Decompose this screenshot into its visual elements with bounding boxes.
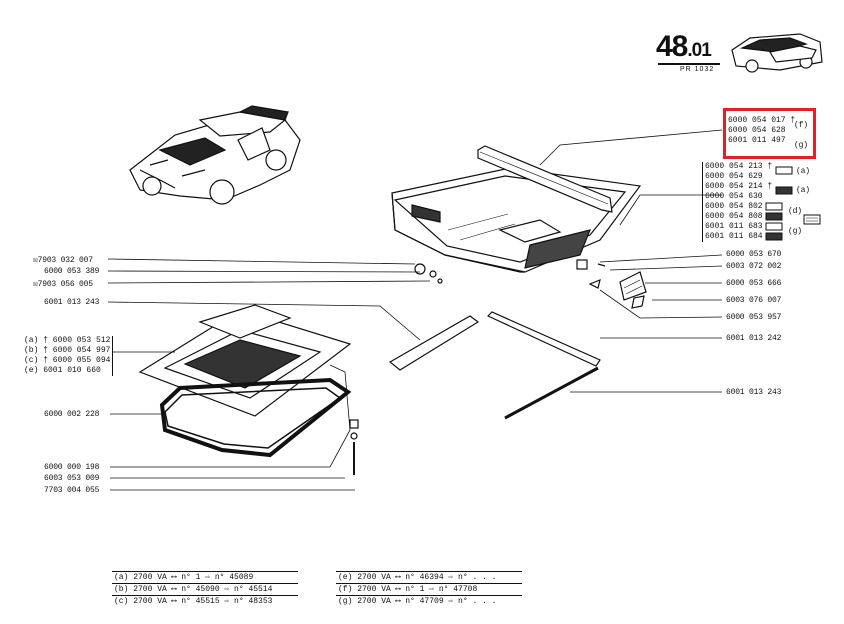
highlight-box [723,108,816,159]
part-number: 6001 011 497 [728,136,786,145]
page-reference: PR 1032 [680,66,715,73]
variant-tag: (a) [796,167,810,176]
part-number: 6001 011 684 [705,232,763,241]
part-number: 6000 053 957 [726,313,782,322]
boxed-x-icon: ☒ [33,256,38,265]
page-number-main: 48 [656,30,688,63]
clip-icon [429,270,437,278]
part-number: 6000 054 808 [705,212,763,221]
part-number: 6003 053 009 [44,474,100,483]
part-number: ☒7903 032 007 [33,255,93,265]
part-number: 6001 013 242 [726,334,782,343]
part-number: 6000 054 628 [728,126,786,135]
variant-tag: (a) [796,186,810,195]
applicability-table-right: (e) 2700 VA ⟷ n° 46394 ⇨ n° . . . (f) 27… [336,571,522,607]
part-number: ☒7903 056 005 [33,279,93,289]
applicability-row: (b) 2700 VA ⟷ n° 45090 ⇨ n° 45514 [112,583,298,595]
applicability-row: (g) 2700 VA ⟷ n° 47709 ⇨ n° . . . [336,595,522,607]
seal-strip-icon [388,315,480,371]
part-number: 6000 054 630 [705,192,763,201]
left-part-group: (a) † 6000 053 512 (b) † 6000 054 997 (c… [24,336,114,376]
part-number: 6003 072 002 [726,262,782,271]
weatherstrip-illustration-icon [477,145,613,213]
part-number: 6000 002 228 [44,410,100,419]
variant-tag: (g) [794,141,808,150]
applicability-row: (a) 2700 VA ⟷ n° 1 ⇨ n° 45089 [112,571,298,583]
grommet-icon [414,263,426,275]
part-number-text: 7903 032 007 [37,256,93,265]
applicability-row: (c) 2700 VA ⟷ n° 45515 ⇨ n° 48353 [112,595,298,607]
hood-panel-illustration-icon [138,304,352,417]
applicability-row: (f) 2700 VA ⟷ n° 1 ⇨ n° 47708 [336,583,522,595]
part-number: (c) † 6000 055 094 [24,356,111,365]
boxed-x-icon: ☒ [33,280,38,289]
variant-tag: (g) [788,227,802,236]
page-number-sub: .01 [687,40,711,61]
part-number: (b) † 6000 054 997 [24,346,111,355]
part-number: 6000 054 802 [705,202,763,211]
part-number: 6000 054 213 † [705,162,773,171]
vent-grille-icon [619,271,647,301]
part-number: (e) 6001 010 660 [24,366,101,375]
part-number: (a) † 6000 053 512 [24,336,111,345]
part-number: 6000 053 666 [726,279,782,288]
part-number: 6000 054 017 † [728,116,796,125]
part-number: 6001 013 243 [44,298,100,307]
part-number: 6001 013 243 [726,388,782,397]
variant-tag: (d) [788,207,802,216]
part-number-text: 7903 056 005 [37,280,93,289]
applicability-row: (e) 2700 VA ⟷ n° 46394 ⇨ n° . . . [336,571,522,583]
part-number: 6000 054 214 † [705,182,773,191]
applicability-table-left: (a) 2700 VA ⟷ n° 1 ⇨ n° 45089 (b) 2700 V… [112,571,298,607]
part-number: 6000 053 389 [44,267,100,276]
page-rule [658,63,720,65]
part-number: 6003 076 007 [726,296,782,305]
highlighted-part-group: 6000 054 017 † 6000 054 628 6001 011 497 [728,116,795,146]
part-number: 6000 000 198 [44,463,100,472]
right-part-group: 6000 054 213 † 6000 054 629 6000 054 214… [702,162,772,242]
part-number: 7703 004 055 [44,486,100,495]
car-illustration-icon [129,105,301,205]
page-number: 48.01 [656,30,712,66]
part-number: 6001 011 683 [705,222,763,231]
variant-tag: (f) [794,121,808,130]
part-number: 6000 054 629 [705,172,763,181]
car-thumbnail-icon [731,33,823,73]
part-number: 6000 053 670 [726,250,782,259]
